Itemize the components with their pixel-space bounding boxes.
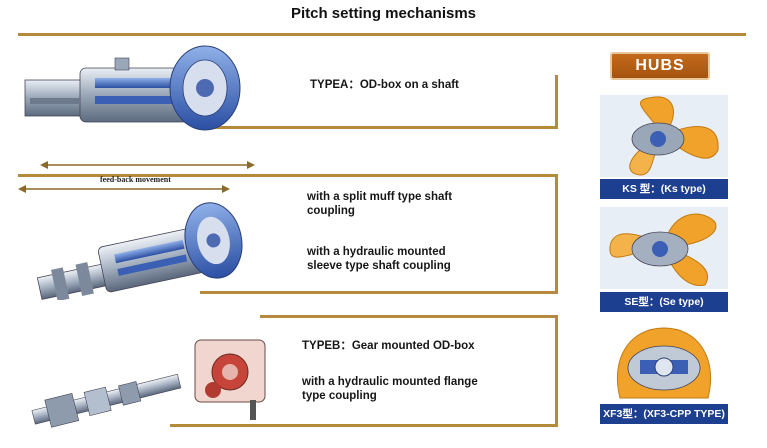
type-a-bracket-top (200, 126, 558, 129)
ks-hub-icon (629, 96, 719, 176)
xf3-hub-caption: XF3型：(XF3-CPP TYPE) (600, 404, 728, 424)
ks-hub-caption: KS 型：(Ks type) (600, 179, 728, 199)
type-b-bracket-top (260, 315, 558, 318)
type-b-bracket-bottom (170, 424, 558, 427)
feedback-movement-label: feed-back movement (100, 175, 171, 184)
xf3-hub-icon (616, 327, 712, 399)
coupling-bracket-top (18, 174, 558, 177)
od-box-shaft-machine-image (24, 45, 241, 131)
feedback-arrow-upper (40, 161, 255, 169)
gear-mounted-od-box-image (31, 339, 266, 428)
coupling-bracket-side (555, 174, 558, 294)
type-b-label: TYPEB：Gear mounted OD-box (302, 340, 475, 352)
shaft-coupling-machine-image (36, 202, 243, 300)
hydraulic-sleeve-coupling-label: with a hydraulic mounted sleeve type sha… (307, 246, 451, 272)
type-a-bracket-side (555, 75, 558, 129)
title-rule (18, 33, 746, 36)
type-b-bracket-side (555, 315, 558, 427)
hubs-badge: HUBS (610, 52, 710, 80)
se-hub-icon (609, 213, 717, 286)
hydraulic-flange-coupling-label: with a hydraulic mounted flange type cou… (302, 376, 478, 402)
page-title: Pitch setting mechanisms (290, 5, 477, 22)
feedback-arrow-lower (18, 185, 230, 193)
coupling-bracket-bottom (200, 291, 558, 294)
se-hub-caption: SE型：(Se type) (600, 292, 728, 312)
type-a-label: TYPEA：OD-box on a shaft (310, 79, 459, 91)
ks-hub-panel (600, 95, 728, 177)
xf3-hub-panel (600, 318, 728, 404)
split-muff-coupling-label: with a split muff type shaft coupling (307, 191, 453, 217)
se-hub-panel (600, 207, 728, 289)
